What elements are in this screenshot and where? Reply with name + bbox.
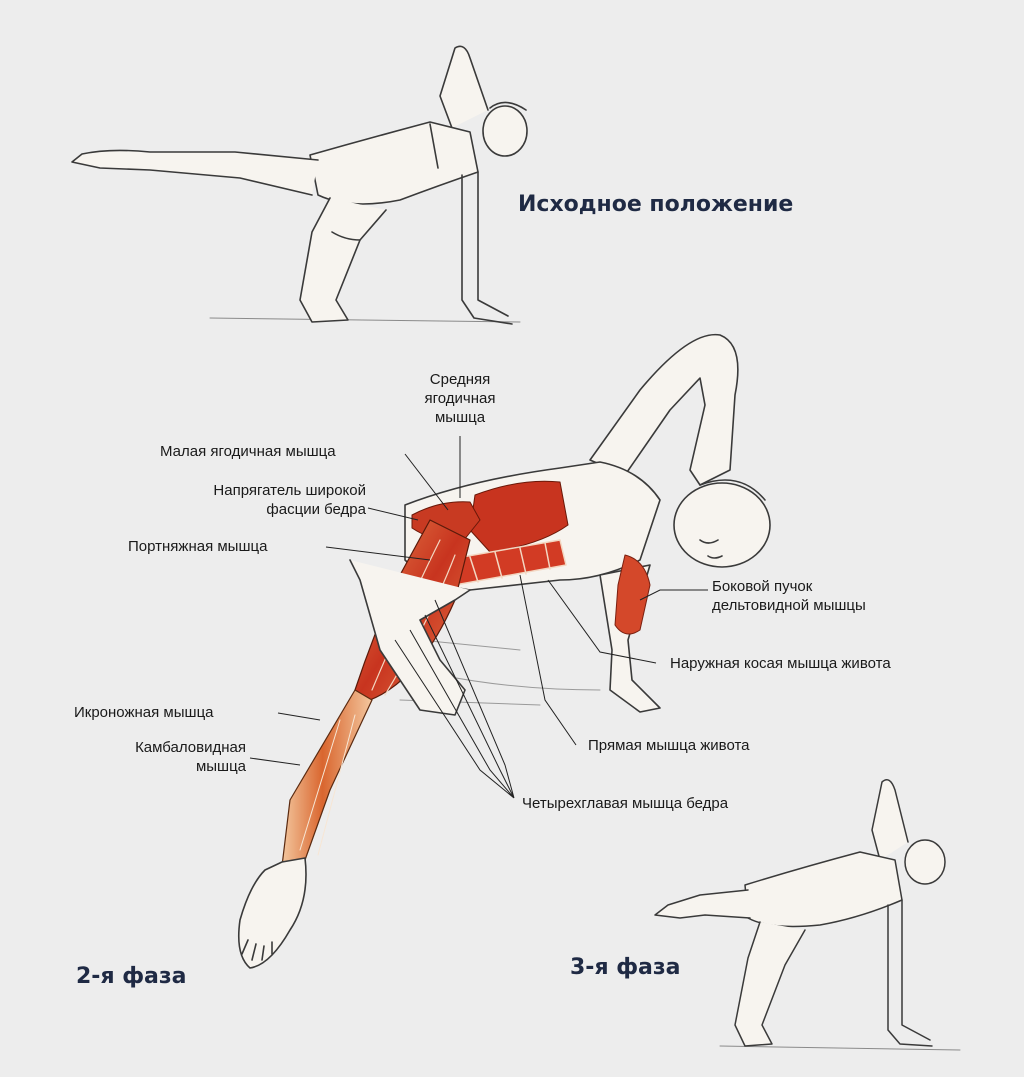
extended-leg-start [71,149,319,196]
label-external-oblique: Наружная косая мышца живота [670,655,891,672]
head-start [482,105,528,157]
label-lateral-deltoid: Боковой пучок дельтовидной мышцы [712,578,866,614]
label-gastrocnemius: Икроножная мышца [74,704,214,721]
label-gluteus-minimus: Малая ягодичная мышца [160,443,336,460]
start-position-title: Исходное положение [518,192,794,217]
deltoid-muscle [614,554,651,635]
leader-gastrocnemius [277,712,321,721]
leader-deltoid [639,589,708,601]
kneeling-leg-phase2 [349,559,471,716]
label-rectus-abdominis: Прямая мышца живота [588,737,750,754]
leader-sartorius [325,546,431,561]
floor-shadow-phase3 [719,1045,961,1051]
leader-tensor [367,507,419,521]
label-sartorius: Портняжная мышца [128,538,268,555]
foot-phase2 [237,857,307,969]
phase3-title: 3-я фаза [570,955,681,980]
kneeling-leg-start [299,197,387,323]
leader-oblique [547,579,657,664]
label-tensor-fasciae-latae: Напрягатель широкой фасции бедра [213,482,366,518]
leader-gluteus-minimus [404,453,449,511]
torso-start [309,121,479,205]
floor-shadow-start [209,317,521,323]
phase3-figure [654,779,961,1051]
label-quadriceps: Четырехглавая мышца бедра [522,795,729,812]
phase2-figure [237,333,771,969]
leader-quadriceps [394,599,515,799]
torso-phase3 [744,851,903,928]
leader-rectus [519,574,577,746]
extended-leg-phase3 [654,889,751,919]
leader-soleus [249,757,301,766]
label-gluteus-medius: Средняя ягодичная мышца [424,371,496,426]
label-soleus: Камбаловидная мышца [135,739,246,775]
head-phase2 [673,482,771,568]
leader-lines [249,436,708,799]
head-phase3 [904,839,946,885]
kneeling-leg-phase3 [734,921,806,1047]
raised-arm-phase2 [589,333,739,486]
phase2-title: 2-я фаза [76,964,187,989]
start-position-figure [71,45,528,325]
